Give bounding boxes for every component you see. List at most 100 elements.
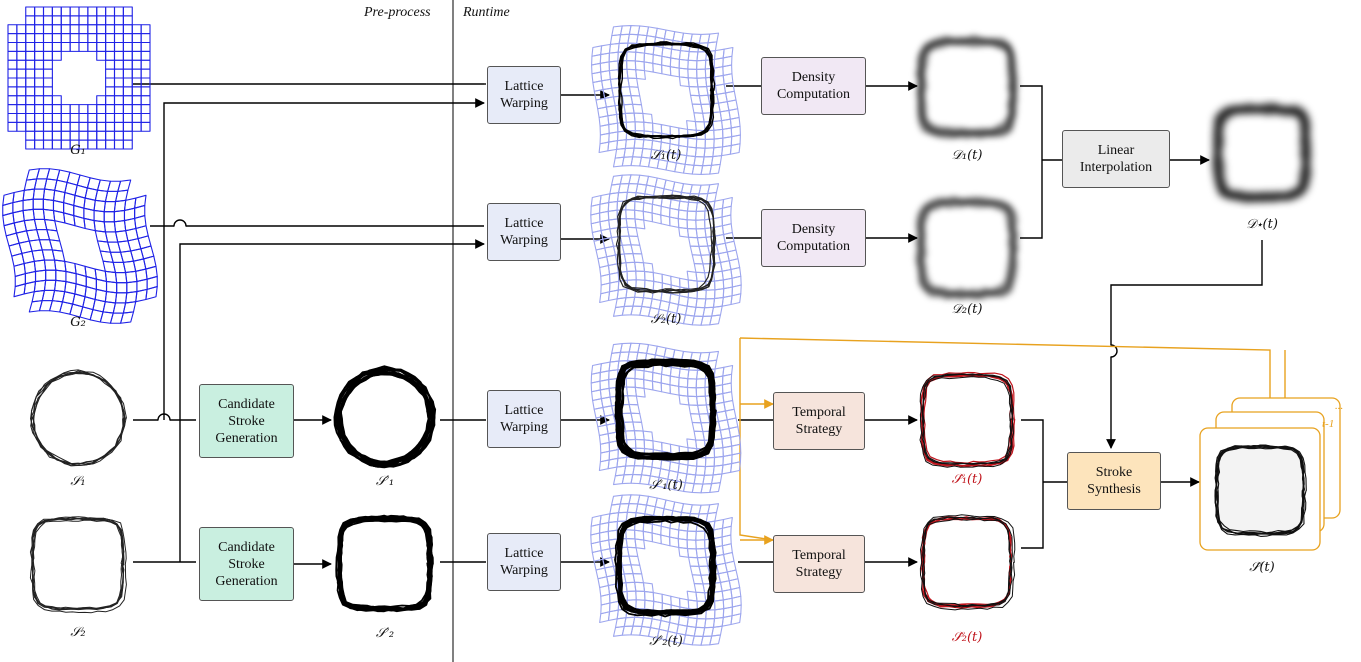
grid-g1-cell [105, 104, 116, 115]
grid-s2t-cell [695, 210, 706, 221]
sketch-s1pt-stroke [617, 361, 717, 461]
grid-g1-cell [34, 77, 45, 88]
illustrations [2, 6, 1341, 646]
grid-g1-cell [131, 121, 142, 132]
grid-g1-cell [60, 6, 71, 17]
candidate-stroke-generation-box-2: Candidate Stroke Generation [199, 527, 294, 601]
grid-g1-cell [42, 15, 53, 26]
sketch-s1hat-red-stroke [919, 374, 1013, 467]
density-d2-ring [917, 198, 1017, 298]
line-feedback-a [739, 337, 1271, 405]
grid-s1t-cell [634, 121, 645, 132]
grid-s2t-cell [660, 214, 671, 227]
grid-s1pt-cell [627, 395, 639, 406]
grid-g1-cell [96, 50, 107, 61]
connector-lines [133, 0, 1286, 662]
grid-g1-cell [122, 112, 133, 123]
grid-s1t-cell [616, 139, 627, 150]
grid-g1-cell [42, 50, 53, 61]
sketch-s2-prime [335, 514, 434, 613]
sketch-s2hat-black-stroke [921, 516, 1012, 607]
grid-g1-cell [122, 139, 133, 150]
output-fill [1215, 445, 1305, 535]
grid-g2-cell [116, 282, 128, 294]
grid-s2pt-cell [686, 530, 697, 541]
density-dstar-ring [1213, 106, 1310, 202]
grid-g1-cell [69, 130, 80, 141]
sketch-s2-stroke [29, 516, 127, 614]
grid-s2pt-cell [630, 564, 643, 575]
candidate-stroke-generation-box-1: Candidate Stroke Generation [199, 384, 294, 458]
grid-s2pt-cell [625, 529, 636, 540]
grid-s2t-cell [709, 314, 722, 326]
grid-g1-cell [113, 139, 124, 150]
grid-g1-cell [25, 86, 36, 97]
grid-g2-cell [33, 259, 47, 272]
grid-s1t-cell [678, 76, 690, 88]
sketch-s2hat-black [919, 514, 1016, 611]
label-frame-t-1: t-1 [1322, 418, 1335, 430]
line-feedback-down [739, 338, 774, 541]
grid-g1-cell [113, 33, 124, 44]
grid-g1-cell [96, 139, 107, 150]
grid-g1-cell [140, 95, 151, 106]
grid-s1t-cell [703, 147, 715, 158]
sketch-s1hat-red-stroke [921, 374, 1014, 468]
line-dstar-down-a [1110, 240, 1263, 345]
sketch-s2-prime-stroke [337, 517, 432, 611]
grid-g1-cell [113, 59, 124, 70]
grid-s1t-cell [627, 77, 639, 88]
grid-s1t-cell [713, 137, 724, 149]
grid-g1-cell [25, 24, 36, 35]
sketch-s2hat-red-stroke [921, 516, 1013, 607]
grid-g1-cell [7, 104, 18, 115]
grid-s1t-cell [626, 51, 637, 62]
grid-g1-cell [69, 33, 80, 44]
sketch-s2pt [614, 515, 717, 618]
grid-s1pt-cell [712, 438, 724, 450]
sketch-s1-stroke [30, 369, 127, 467]
grid-g1-cell [25, 95, 36, 106]
grid-g2-cell [125, 270, 138, 284]
grid-s1pt-cell [625, 430, 636, 441]
grid-g1-cell [16, 33, 27, 44]
temporal-strategy-box-1: Temporal Strategy [773, 392, 865, 450]
grid-g1-cell [78, 6, 89, 17]
label-d1-t: 𝒟₁(t) [951, 148, 983, 163]
sketch-s2t-stroke [617, 196, 713, 292]
grid-g1-cell [105, 139, 116, 150]
sketch-s2hat-red-stroke [920, 517, 1012, 609]
grid-g1-cell [16, 50, 27, 61]
grid-g2 [2, 168, 158, 324]
grid-g1-cell [105, 121, 116, 132]
grid-g1-cell [34, 50, 45, 61]
grid-g1-cell [131, 33, 142, 44]
grid-g1-cell [105, 68, 116, 79]
grid-g2-cell [104, 291, 118, 304]
grid-s2pt-cell [651, 532, 662, 545]
grid-g1-cell [140, 77, 151, 88]
grid-g2-cell [93, 199, 106, 213]
lattice-warping-box-2: Lattice Warping [487, 203, 561, 261]
grid-g1-cell [42, 104, 53, 115]
grid-g1-cell [96, 104, 107, 115]
grid-g1-cell [25, 68, 36, 79]
label-s1-prime: 𝒮′₁ [375, 474, 395, 489]
grid-s1t-cell [686, 146, 697, 158]
grid-g1-cell [25, 41, 36, 52]
grid-g1-cell [34, 86, 45, 97]
grid-g1-cell [122, 121, 133, 132]
stroke-synthesis-box: Stroke Synthesis [1067, 452, 1161, 510]
grid-g1-cell [7, 33, 18, 44]
grid-g1-cell [122, 24, 133, 35]
grid-g1-cell [131, 24, 142, 35]
grid-s1t-cell [608, 69, 620, 80]
grid-g1-cell [16, 24, 27, 35]
grid-g1-cell [87, 112, 98, 123]
grid-g1-cell [51, 24, 62, 35]
grid-g1-cell [42, 77, 53, 88]
grid-g1-cell [105, 33, 116, 44]
grid-s1t-cell [687, 51, 699, 62]
grid-g2-cell [114, 271, 128, 284]
grid-g1-cell [7, 68, 18, 79]
